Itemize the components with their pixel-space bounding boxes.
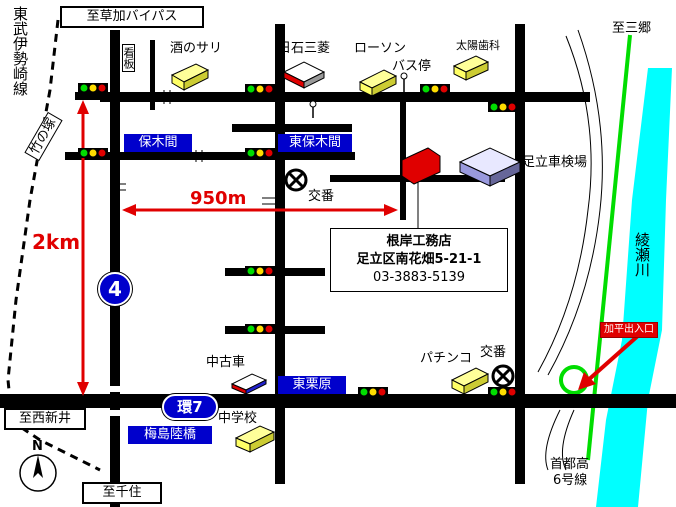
label-koban-2: 交番 — [480, 345, 507, 360]
label-used-car: 中古車 — [206, 355, 246, 370]
label-shutoko: 首都高 — [550, 457, 590, 472]
signal-group — [78, 83, 518, 397]
road-h-left-top — [75, 92, 115, 100]
koban-1-icon — [284, 168, 308, 192]
road-middle-v — [275, 24, 285, 484]
riverside-road-d — [561, 409, 575, 471]
label-signboard: 看板 — [122, 44, 135, 72]
office-building — [401, 147, 441, 185]
office-phone: 03-3883-5139 — [372, 270, 466, 285]
label-sake-shop: 酒のサリ — [170, 41, 223, 56]
label-to-misato: 至三郷 — [612, 21, 652, 36]
office-address: 足立区南花畑5-21-1 — [356, 252, 482, 267]
label-to-sokabypass: 至草加バイパス — [60, 6, 204, 28]
arrow-950m-left — [122, 204, 136, 216]
label-to-nishiarai: 至西新井 — [4, 408, 86, 430]
bus-stop-icon — [400, 72, 408, 92]
label-umejima-bridge: 梅島陸橋 — [128, 426, 212, 444]
arrow-2km-bottom — [77, 382, 89, 396]
label-tobu-line: 東武伊勢崎線 — [11, 6, 29, 96]
north-compass-icon — [19, 454, 57, 492]
label-kahei-ramp: 加平出入口 — [600, 322, 658, 338]
tobu-railway — [6, 19, 101, 472]
label-junior-high: 中学校 — [218, 411, 258, 426]
label-adachi-inspection: 足立車検場 — [522, 155, 588, 170]
used-car-lot — [230, 373, 268, 395]
ramp-arrow-head — [578, 372, 596, 390]
road-main-h-top — [100, 92, 590, 102]
shop-pachinko — [450, 367, 490, 395]
kan7-shield-icon: 環7 — [162, 394, 218, 420]
label-to-senju: 至千住 — [82, 482, 162, 504]
road-v-sign — [150, 40, 155, 110]
label-nisseki: 日石三菱 — [278, 41, 331, 56]
koban-2-icon — [491, 364, 515, 388]
bridge-gap-1 — [106, 386, 126, 392]
office-name: 根岸工務店 — [386, 234, 452, 249]
road-main-h-bottom — [0, 394, 676, 408]
arrow-950m-right — [384, 204, 398, 216]
bus-stop-icon-2 — [309, 100, 317, 118]
road-h-hokima — [65, 152, 355, 160]
office-info-box: 根岸工務店 足立区南花畑5-21-1 03-3883-5139 — [330, 228, 508, 292]
ramp-arrow — [584, 332, 642, 384]
label-950m: 950m — [190, 188, 247, 209]
route4-shield-icon: 4 — [98, 272, 132, 306]
label-route6: 6号線 — [553, 473, 588, 488]
label-pachinko: パチンコ — [420, 351, 473, 366]
overpass-marks — [114, 90, 282, 205]
label-lawson: ローソン — [354, 41, 407, 56]
road-kan7-right — [515, 24, 525, 484]
label-2km: 2km — [32, 230, 81, 254]
label-north: N — [32, 439, 43, 454]
shop-dentist — [452, 55, 490, 81]
expressway-line — [586, 34, 632, 461]
riverside-road-b — [537, 35, 592, 373]
road-route4 — [110, 30, 120, 507]
riverside-road-a — [547, 29, 603, 376]
label-higashi-hokima: 東保木間 — [278, 134, 352, 152]
inspection-building-front — [489, 161, 521, 187]
label-hokima: 保木間 — [124, 134, 192, 152]
ayase-river — [596, 68, 672, 507]
label-ayase-river: 綾瀬川 — [633, 232, 651, 277]
riverside-road-c — [545, 409, 561, 471]
label-higashi-kurihara: 東栗原 — [278, 376, 346, 394]
gas-station — [282, 61, 326, 89]
shop-lawson — [358, 69, 398, 97]
school-building — [234, 425, 276, 453]
road-h-2 — [232, 124, 352, 132]
arrow-2km-top — [77, 100, 89, 114]
label-dentist: 太陽歯科 — [456, 39, 500, 52]
bridge-gap-2 — [106, 410, 126, 416]
shop-sake — [170, 63, 210, 91]
label-bus-stop: バス停 — [392, 59, 432, 74]
label-koban-1: 交番 — [308, 189, 335, 204]
